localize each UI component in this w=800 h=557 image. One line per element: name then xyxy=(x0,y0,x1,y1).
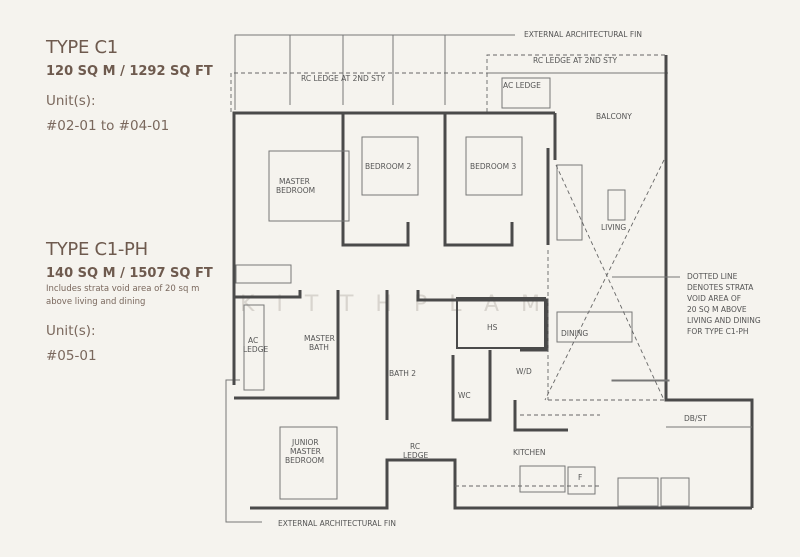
void-note-line: 20 SQ M ABOVE xyxy=(687,305,747,314)
type-c1-units: #02-01 to #04-01 xyxy=(46,118,170,134)
label-balcony: BALCONY xyxy=(596,112,632,121)
type-c1-title: TYPE C1 xyxy=(46,37,118,58)
furniture xyxy=(235,77,690,507)
label-rc-ledge-1: RC xyxy=(410,442,420,451)
label-rc-ledge-2: LEDGE xyxy=(403,451,429,460)
label-master-bath-2: BATH xyxy=(309,343,329,352)
type-c1-ph-info: TYPE C1-PH 140 SQ M / 1507 SQ FT Include… xyxy=(46,239,213,364)
label-ac-ledge-2: LEDGE xyxy=(243,345,269,354)
room-labels: EXTERNAL ARCHITECTURAL FIN RC LEDGE AT 2… xyxy=(243,30,707,528)
label-bedroom-2: BEDROOM 2 xyxy=(365,162,412,171)
label-fin-top: EXTERNAL ARCHITECTURAL FIN xyxy=(524,30,642,39)
label-master-bedroom-1: MASTER xyxy=(279,177,310,186)
type-c1-info: TYPE C1 120 SQ M / 1292 SQ FT Unit(s): #… xyxy=(46,37,213,134)
label-bath-2: BATH 2 xyxy=(389,369,416,378)
void-note-line: DENOTES STRATA xyxy=(687,283,754,292)
strata-void-outline xyxy=(455,159,752,487)
label-fridge: F xyxy=(578,473,582,482)
type-c1-area: 120 SQ M / 1292 SQ FT xyxy=(46,64,213,79)
type-c1-ph-units-label: Unit(s): xyxy=(46,323,96,339)
label-dining: DINING xyxy=(561,329,588,338)
label-fin-bottom: EXTERNAL ARCHITECTURAL FIN xyxy=(278,519,396,528)
label-db-st: DB/ST xyxy=(684,414,707,423)
label-ac-ledge-top: AC LEDGE xyxy=(503,81,541,90)
type-c1-units-label: Unit(s): xyxy=(46,93,96,109)
type-c1-ph-note-1: Includes strata void area of 20 sq m xyxy=(46,284,200,294)
void-note-line: FOR TYPE C1-PH xyxy=(687,327,749,336)
label-junior-2: MASTER xyxy=(290,447,321,456)
label-wd: W/D xyxy=(516,367,532,376)
type-c1-ph-units: #05-01 xyxy=(46,348,97,364)
label-master-bath-1: MASTER xyxy=(304,334,335,343)
type-c1-ph-note-2: above living and dining xyxy=(46,297,146,307)
label-ac-ledge-1: AC xyxy=(248,336,258,345)
label-hs: HS xyxy=(487,323,498,332)
walls xyxy=(232,55,754,510)
label-kitchen: KITCHEN xyxy=(513,448,546,457)
label-living: LIVING xyxy=(601,223,626,232)
void-note: DOTTED LINE DENOTES STRATA VOID AREA OF … xyxy=(687,272,761,336)
void-note-line: LIVING AND DINING xyxy=(687,316,761,325)
type-c1-ph-title: TYPE C1-PH xyxy=(46,239,148,260)
label-master-bedroom-2: BEDROOM xyxy=(276,186,315,195)
label-rc-ledge-2nd-right: RC LEDGE AT 2ND STY xyxy=(533,56,617,65)
label-junior-1: JUNIOR xyxy=(291,438,319,447)
label-wc: WC xyxy=(458,391,471,400)
type-c1-ph-area: 140 SQ M / 1507 SQ FT xyxy=(46,266,213,281)
label-bedroom-3: BEDROOM 3 xyxy=(470,162,517,171)
label-rc-ledge-2nd-left: RC LEDGE AT 2ND STY xyxy=(301,74,385,83)
void-note-line: VOID AREA OF xyxy=(687,294,741,303)
label-junior-3: BEDROOM xyxy=(285,456,324,465)
void-note-line: DOTTED LINE xyxy=(687,272,738,281)
